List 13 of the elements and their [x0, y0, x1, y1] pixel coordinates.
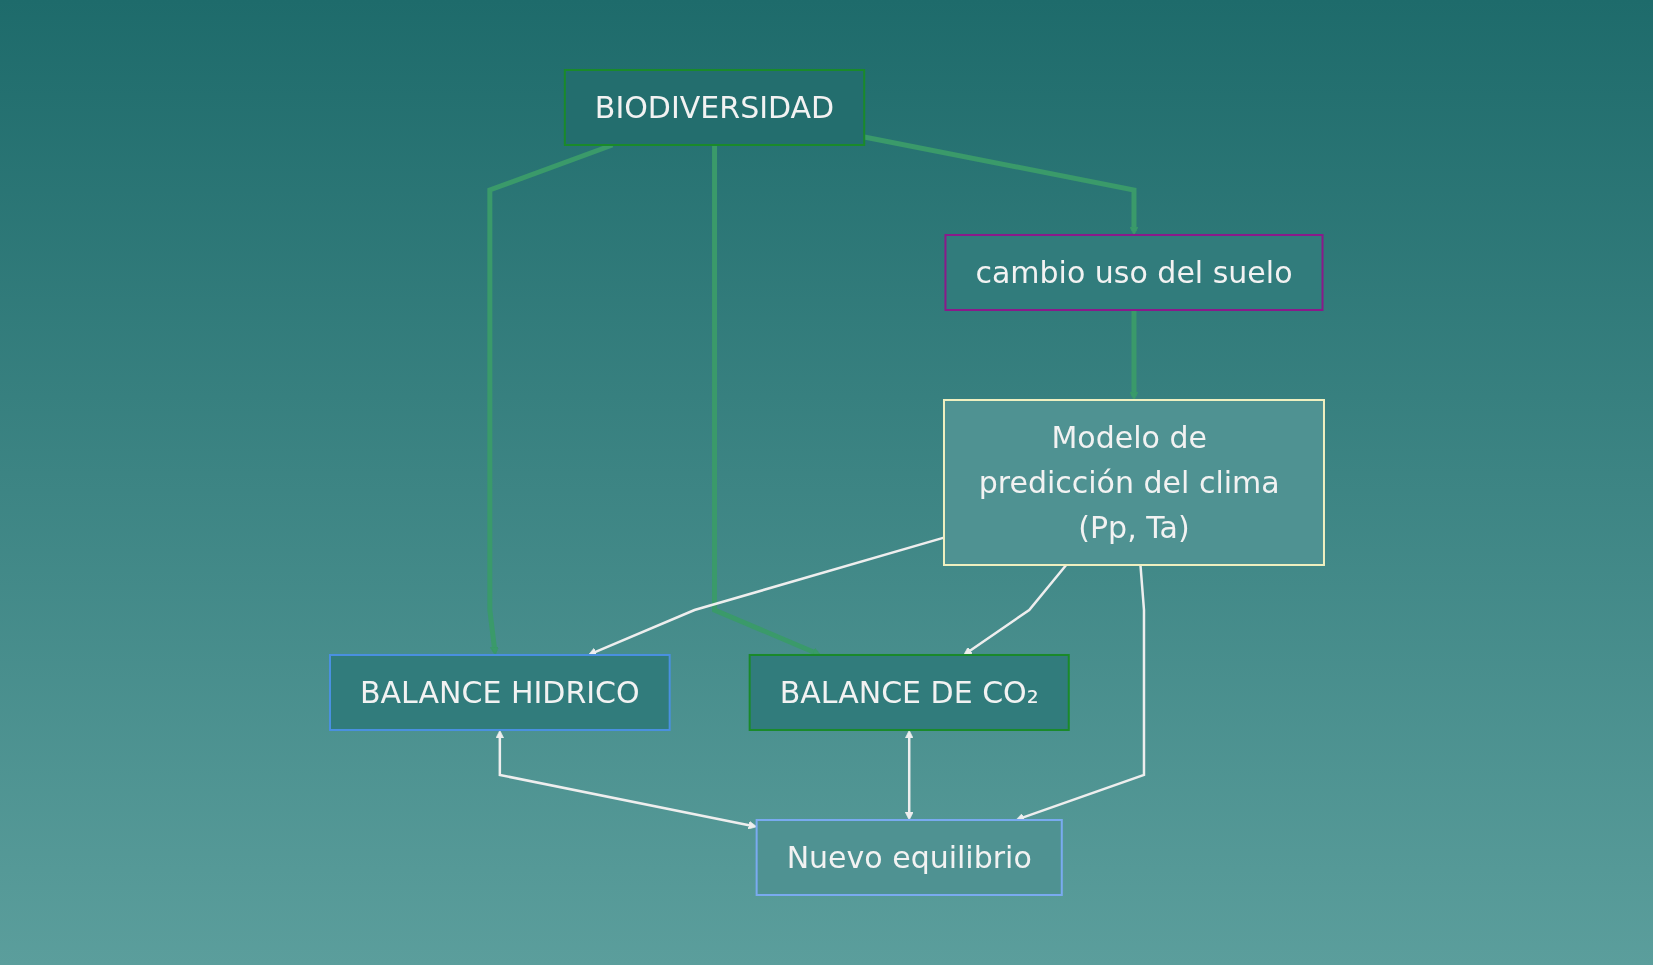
arrow	[494, 730, 757, 830]
node-box: Nuevo equilibrio	[755, 819, 1063, 896]
node-box: BALANCE DE CO₂	[748, 654, 1070, 731]
arrow	[1129, 310, 1138, 401]
arrow	[962, 564, 1067, 656]
node-box: cambio uso del suelo	[943, 234, 1323, 311]
arrow	[587, 536, 944, 656]
arrow	[711, 145, 821, 656]
arrow	[863, 134, 1138, 236]
node-box: BALANCE HIDRICO	[328, 654, 671, 731]
node-box: BIODIVERSIDAD	[563, 69, 865, 146]
arrow	[904, 730, 914, 821]
node-box: Modelo de predicción del clima (Pp, Ta)	[942, 399, 1325, 566]
